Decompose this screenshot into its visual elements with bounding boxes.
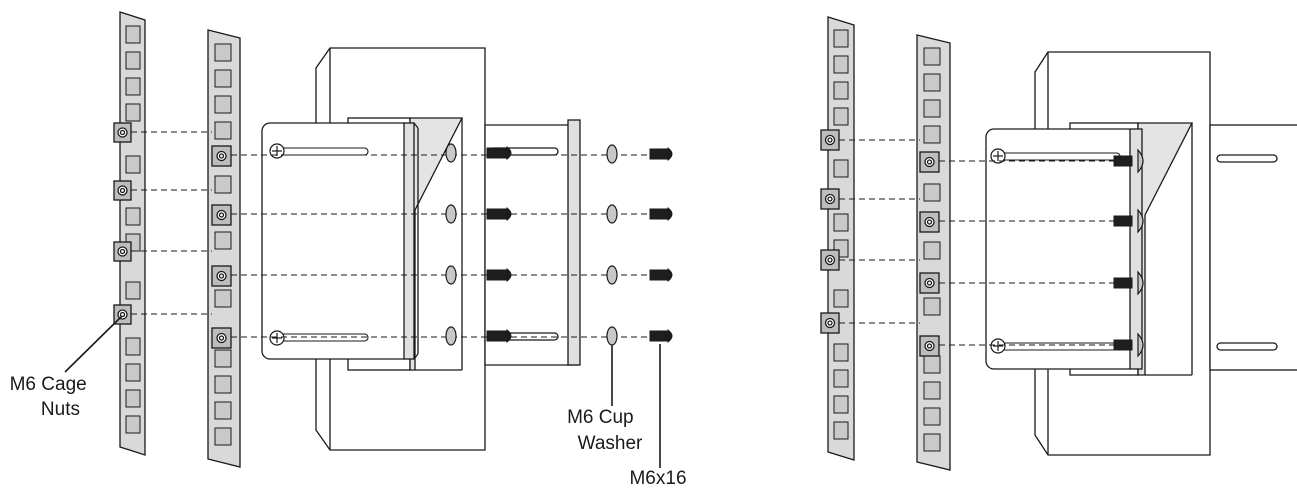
rack-rail-outer (119, 11, 146, 456)
screw-icon (649, 146, 673, 344)
cup-washer-label: M6 Cup Washer (567, 407, 643, 454)
screw-icon (1113, 155, 1133, 351)
cup-washer-icon (1137, 148, 1144, 358)
rack-rail-inner (207, 29, 241, 468)
rack-rail-outer (827, 16, 855, 461)
screw-icon (486, 145, 512, 344)
alignment-lines (131, 131, 655, 338)
cup-washer-icon (445, 143, 457, 346)
cage-nuts-label: M6 Cage Nuts (10, 374, 92, 420)
rack-rail-inner (916, 34, 951, 471)
screw-label: M6x16 (629, 468, 686, 489)
assembled-view (820, 16, 1297, 471)
cage-nut-icon (820, 129, 840, 334)
phillips-screw-icon (990, 148, 1006, 354)
front-bracket (985, 128, 1143, 370)
cage-nut-icon (211, 145, 232, 349)
rear-extension (1209, 124, 1297, 371)
cup-washer-icon (606, 144, 618, 346)
front-bracket (261, 122, 419, 360)
alignment-lines (839, 139, 1118, 346)
cage-nut-icon (919, 151, 940, 357)
exploded-view: M6 Cage Nuts M6 Cup Washer M6x16 (10, 11, 687, 489)
leader-lines (64, 315, 661, 468)
